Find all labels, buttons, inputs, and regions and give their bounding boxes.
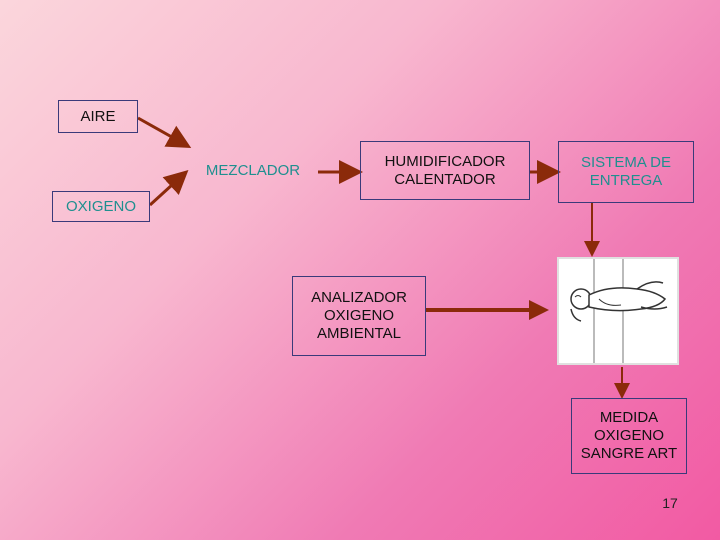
- node-sistema: SISTEMA DE ENTREGA: [558, 141, 694, 203]
- node-oxigeno-label: OXIGENO: [65, 197, 136, 215]
- node-analizador-label: ANALIZADOR OXIGENO AMBIENTAL: [311, 289, 407, 342]
- node-aire: AIRE: [58, 100, 138, 133]
- node-medida-label: MEDIDA OXIGENO SANGRE ART: [580, 409, 678, 462]
- page-number: 17: [662, 495, 678, 511]
- node-humidificador-label: HUMIDIFICADOR CALENTADOR: [384, 152, 506, 188]
- node-mezclador: MEZCLADOR: [189, 141, 317, 200]
- node-oxigeno: OXIGENO: [52, 191, 150, 222]
- node-aire-label: AIRE: [80, 107, 116, 125]
- node-humidificador: HUMIDIFICADOR CALENTADOR: [360, 141, 530, 200]
- infant-drawing: [570, 259, 668, 363]
- infant-figure: [557, 257, 679, 365]
- node-medida: MEDIDA OXIGENO SANGRE ART: [571, 398, 687, 474]
- node-analizador: ANALIZADOR OXIGENO AMBIENTAL: [292, 276, 426, 356]
- node-sistema-label: SISTEMA DE ENTREGA: [580, 154, 672, 189]
- arrow-aire-to-mezclador: [137, 116, 192, 148]
- arrow-oxigeno-to-mezclador: [148, 169, 189, 207]
- node-mezclador-label: MEZCLADOR: [205, 161, 301, 179]
